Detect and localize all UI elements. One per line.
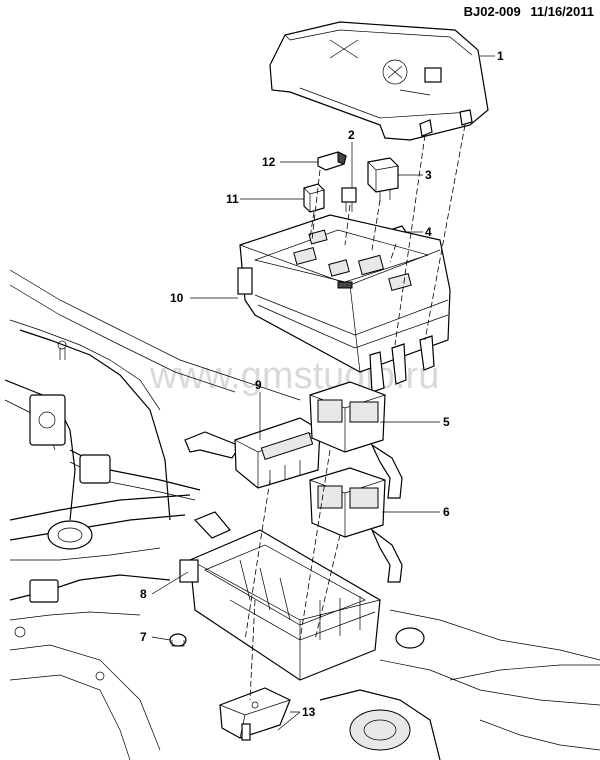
diagram-date: 11/16/2011 xyxy=(530,4,594,19)
callouts: 1 2 3 4 5 6 7 8 9 10 11 12 13 xyxy=(140,49,504,719)
connector-5 xyxy=(309,381,403,499)
mini-fuse xyxy=(341,187,357,212)
mounting-bracket xyxy=(219,687,291,741)
callout-10: 10 xyxy=(170,291,184,305)
fuse-puller xyxy=(317,151,347,171)
callout-3: 3 xyxy=(425,168,432,182)
fuse-box-cover xyxy=(269,21,489,141)
callout-5: 5 xyxy=(443,415,450,429)
fuse-box-tray xyxy=(179,511,381,681)
connector-6 xyxy=(309,467,403,583)
retaining-clip xyxy=(169,633,187,647)
callout-11: 11 xyxy=(226,192,239,206)
callout-12: 12 xyxy=(262,155,276,169)
vehicle-body-structure xyxy=(4,269,301,760)
vehicle-body-right xyxy=(319,609,600,760)
callout-6: 6 xyxy=(443,505,450,519)
callout-9: 9 xyxy=(255,378,262,392)
callout-2: 2 xyxy=(348,128,355,142)
relay xyxy=(367,157,399,202)
callout-1: 1 xyxy=(497,49,504,63)
small-relay xyxy=(303,183,325,213)
callout-8: 8 xyxy=(140,587,147,601)
fuse-box-body xyxy=(237,214,451,393)
assembly-guide-lines xyxy=(244,124,466,701)
callout-13: 13 xyxy=(302,705,316,719)
callout-4: 4 xyxy=(425,225,432,239)
leader-lines xyxy=(151,55,495,731)
watermark-text: www.gmstudio.ru xyxy=(149,355,439,397)
diagram-header: BJ02-009 11/16/2011 xyxy=(458,4,594,19)
callout-7: 7 xyxy=(140,630,147,644)
diagram-code: BJ02-009 xyxy=(463,4,521,19)
connector-9 xyxy=(184,417,321,489)
